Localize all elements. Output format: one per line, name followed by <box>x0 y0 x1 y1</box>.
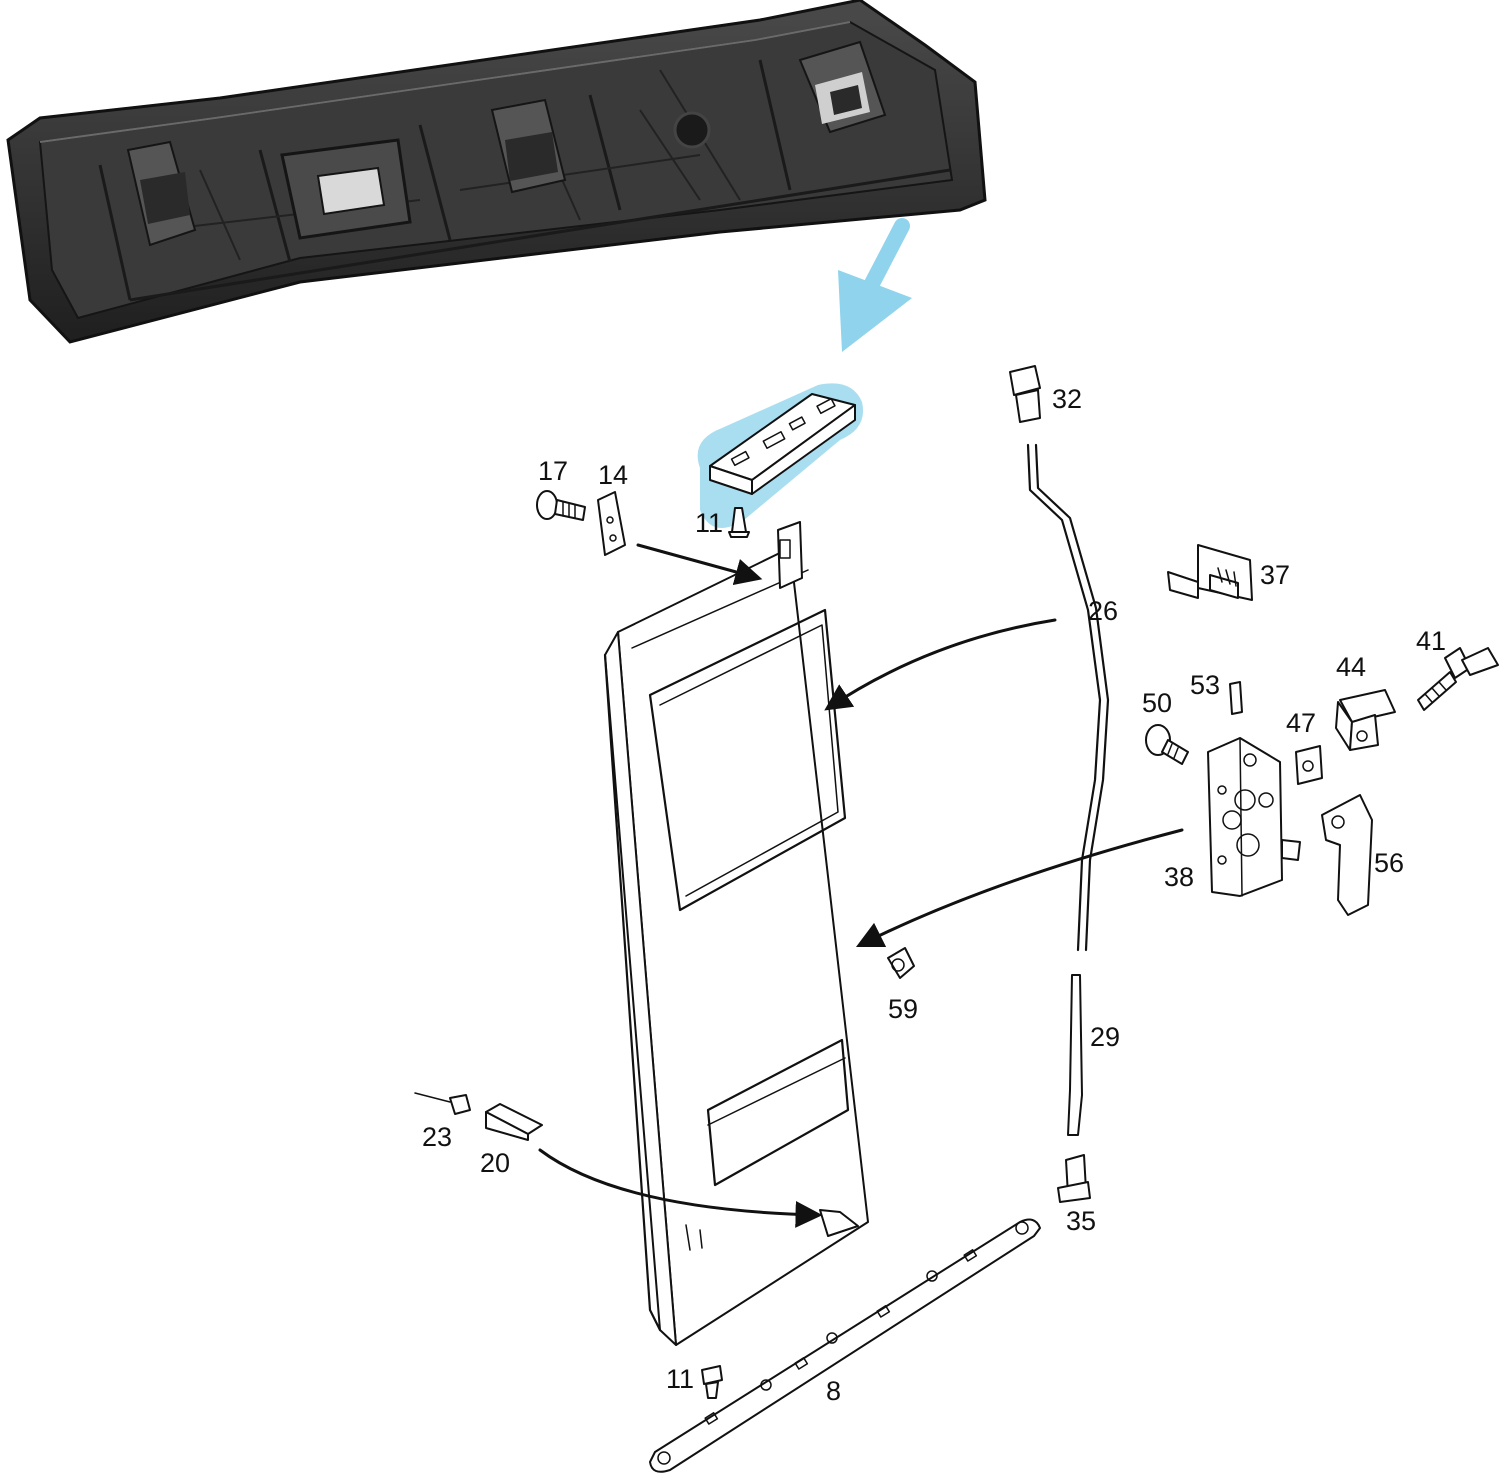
callout-47: 47 <box>1286 708 1316 738</box>
part-8-strip <box>649 1218 1041 1473</box>
part-47-nut <box>1295 745 1323 785</box>
arrow-26-to-door <box>824 618 1057 711</box>
callout-37: 37 <box>1260 560 1290 590</box>
callout-53: 53 <box>1190 670 1220 700</box>
callout-11-bottom: 11 <box>666 1364 694 1394</box>
part-56-handle <box>1321 794 1373 916</box>
part-17-bolt <box>536 490 586 521</box>
callout-26: 26 <box>1088 596 1118 626</box>
arrow-38-to-door <box>855 828 1184 948</box>
part-11-clip-top <box>728 507 750 538</box>
part-37-bracket <box>1167 544 1253 601</box>
part-32 <box>1009 365 1041 423</box>
callout-56: 56 <box>1374 848 1404 878</box>
part-50-bolt <box>1145 724 1189 765</box>
part-41-bolt <box>1417 647 1499 711</box>
part-59-bushing <box>887 947 915 979</box>
callout-8: 8 <box>826 1376 841 1406</box>
door-panel <box>603 521 869 1346</box>
callout-41: 41 <box>1416 626 1446 656</box>
callout-23: 23 <box>422 1122 452 1152</box>
part-26-rod <box>1026 443 1110 952</box>
part-35-guide <box>1057 1154 1091 1203</box>
callout-labels: 17 14 11 32 26 37 41 44 53 50 47 38 56 5… <box>422 384 1446 1406</box>
part-20-bracket <box>485 1103 543 1141</box>
pointer-arrow-icon <box>838 218 912 352</box>
part-14-hinge-pin <box>597 491 626 556</box>
callout-50: 50 <box>1142 688 1172 718</box>
arrow-20-to-door <box>538 1148 823 1228</box>
part-11-clip-bottom <box>701 1365 723 1399</box>
callout-17: 17 <box>538 456 568 486</box>
part-44-clip <box>1335 689 1396 751</box>
callout-35: 35 <box>1066 1206 1096 1236</box>
part-53-pin <box>1229 681 1243 715</box>
plastic-bracket-photo <box>6 0 987 344</box>
callout-14: 14 <box>598 460 628 490</box>
callout-38: 38 <box>1164 862 1194 892</box>
callout-20: 20 <box>480 1148 510 1178</box>
callout-32: 32 <box>1052 384 1082 414</box>
part-38-lock <box>1207 737 1301 897</box>
part-23-pin <box>414 1092 471 1115</box>
arrow-14-to-door <box>636 543 763 586</box>
part-29-rod <box>1067 974 1083 1136</box>
callout-29: 29 <box>1090 1022 1120 1052</box>
callout-59: 59 <box>888 994 918 1024</box>
callout-11-top: 11 <box>695 508 723 538</box>
callout-44: 44 <box>1336 652 1366 682</box>
highlighted-bracket <box>697 383 864 528</box>
